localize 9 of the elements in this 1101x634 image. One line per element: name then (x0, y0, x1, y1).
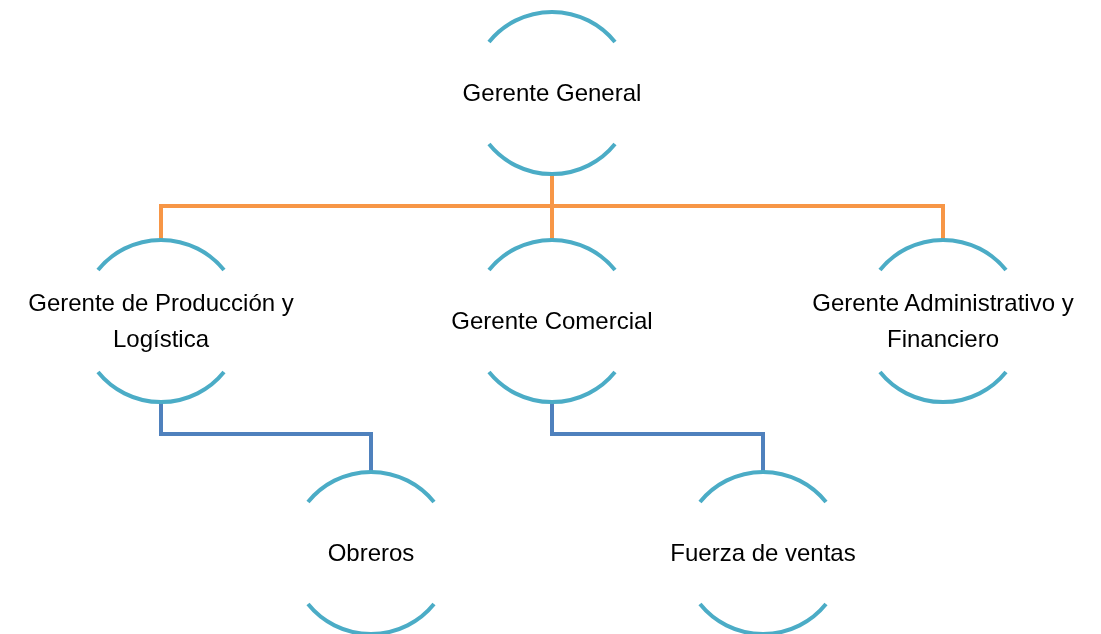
node-label: Gerente Comercial (450, 306, 654, 336)
node-label: Gerente de Producción y Logística (27, 288, 295, 354)
node-label: Obreros (326, 538, 416, 568)
node-label: Fuerza de ventas (669, 538, 857, 568)
arc-node (308, 472, 434, 634)
node-label: Gerente Administrativo y Financiero (811, 288, 1075, 354)
connector-line (159, 402, 373, 472)
node-label: Gerente General (461, 78, 643, 108)
connector-line (550, 402, 765, 472)
